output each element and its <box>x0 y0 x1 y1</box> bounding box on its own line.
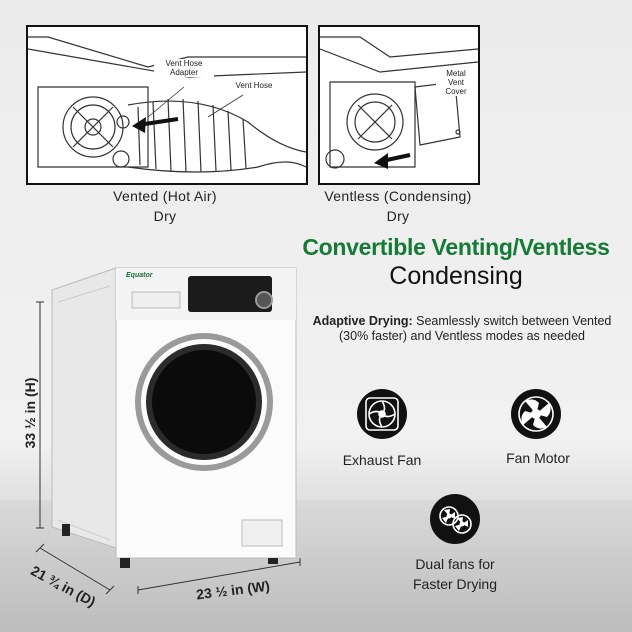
headline-green: Convertible Venting/Ventless <box>302 234 610 260</box>
fan-motor-label: Fan Motor <box>506 450 570 466</box>
fan-motor-icon <box>511 389 561 439</box>
vented-diagram: Vent Hose Adapter Vent Hose <box>26 25 308 185</box>
ventless-caption: Ventless (Condensing) Dry <box>306 186 490 226</box>
vent-hose-label: Vent Hose <box>224 81 284 90</box>
ventless-line-drawing <box>320 36 478 169</box>
ventless-caption-line2: Dry <box>386 208 410 224</box>
vented-caption: Vented (Hot Air) Dry <box>26 186 304 226</box>
exhaust-fan-label: Exhaust Fan <box>342 452 422 468</box>
vented-line-drawing <box>28 36 306 173</box>
exhaust-fan-icon <box>357 389 407 439</box>
dual-fans-label: Dual fans for Faster Drying <box>390 554 520 594</box>
vented-caption-line2: Dry <box>153 208 177 224</box>
ventless-caption-line1: Ventless (Condensing) <box>324 188 472 204</box>
headline-black: Condensing <box>389 262 523 290</box>
dual-fans-icon <box>430 494 480 544</box>
vent-hose-adapter-label: Vent Hose Adapter <box>154 59 214 77</box>
metal-vent-cover-label: Metal Vent Cover <box>436 69 476 96</box>
height-dimension: 33 ½ in (H) <box>22 377 38 449</box>
brand-logo: Equator <box>126 272 153 279</box>
description-text: Seamlessly switch between Vented (30% fa… <box>339 314 612 343</box>
vented-caption-line1: Vented (Hot Air) <box>113 188 217 204</box>
description-bold: Adaptive Drying: <box>312 314 413 328</box>
dual-fans-label-line1: Dual fans for Faster Drying <box>412 556 498 592</box>
adaptive-drying-description: Adaptive Drying: Seamlessly switch betwe… <box>306 314 618 344</box>
washer-dryer-image <box>51 267 297 568</box>
ventless-diagram: Metal Vent Cover <box>318 25 480 185</box>
